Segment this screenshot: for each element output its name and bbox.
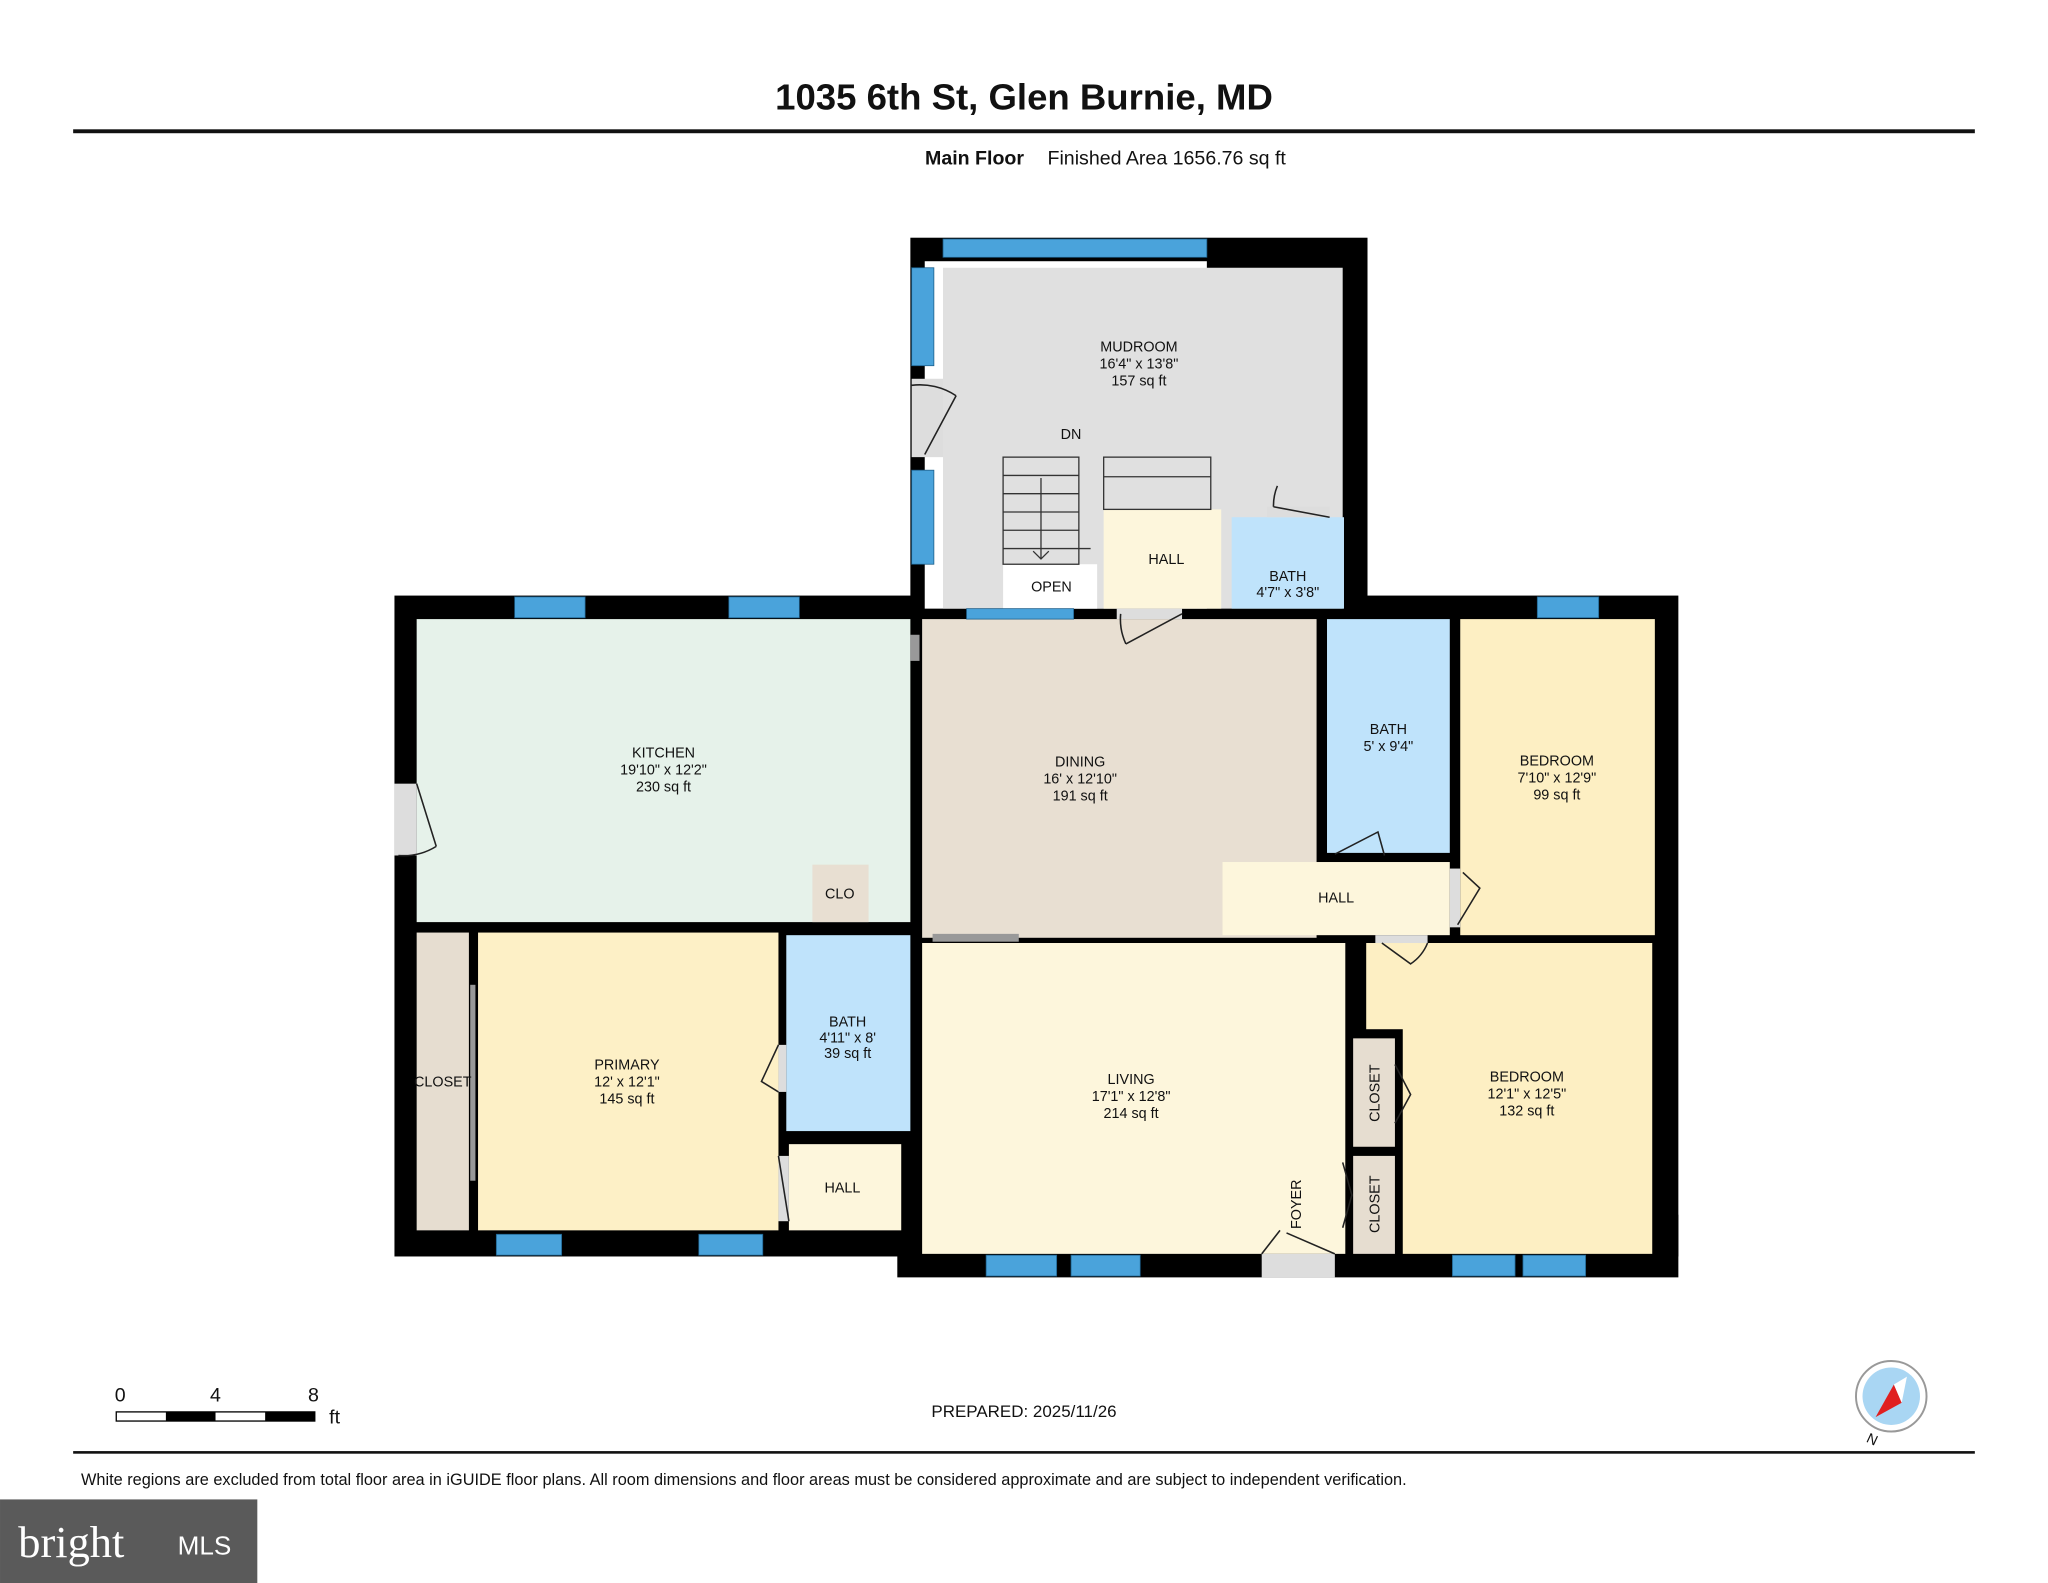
bedroom-2-upper: [1366, 943, 1419, 1030]
floor-name: Main Floor: [925, 148, 1024, 170]
svg-text:HALL: HALL: [1318, 891, 1354, 907]
title-rule: [73, 129, 1975, 134]
svg-text:OPEN: OPEN: [1031, 580, 1072, 596]
bath-primary: [786, 935, 911, 1132]
svg-text:PRIMARY: PRIMARY: [594, 1058, 660, 1074]
closet-b: [1353, 1155, 1395, 1254]
svg-text:BEDROOM: BEDROOM: [1490, 1069, 1564, 1085]
hall-lower: [788, 1144, 902, 1231]
svg-text:bright: bright: [18, 1517, 125, 1567]
svg-text:4'11" x 8': 4'11" x 8': [819, 1030, 876, 1046]
svg-text:DN: DN: [1061, 427, 1082, 443]
doors: [394, 378, 1481, 1278]
compass-icon: N: [1855, 1359, 1928, 1450]
svg-text:HALL: HALL: [1148, 552, 1184, 568]
svg-text:8: 8: [308, 1384, 319, 1406]
svg-text:BATH: BATH: [829, 1015, 866, 1031]
open-area: [1003, 564, 1098, 609]
svg-text:4'7" x 3'8": 4'7" x 3'8": [1256, 585, 1319, 601]
svg-text:230 sq ft: 230 sq ft: [636, 780, 691, 796]
svg-text:MUDROOM: MUDROOM: [1100, 339, 1177, 355]
svg-text:CLOSET: CLOSET: [414, 1075, 472, 1091]
footer-rule: [73, 1451, 1975, 1454]
svg-text:KITCHEN: KITCHEN: [632, 746, 695, 762]
svg-text:39 sq ft: 39 sq ft: [824, 1046, 871, 1062]
svg-text:HALL: HALL: [824, 1180, 860, 1196]
bath-mid: [1327, 619, 1450, 853]
page-title: 1035 6th St, Glen Burnie, MD: [775, 77, 1273, 118]
svg-text:145 sq ft: 145 sq ft: [599, 1092, 654, 1108]
svg-text:17'1" x 12'8": 17'1" x 12'8": [1092, 1089, 1171, 1105]
svg-text:LIVING: LIVING: [1108, 1072, 1155, 1088]
svg-text:16'4" x 13'8": 16'4" x 13'8": [1100, 356, 1179, 372]
svg-text:4: 4: [210, 1384, 221, 1406]
bright-mls-logo: bright MLS: [0, 1499, 258, 1583]
svg-text:157 sq ft: 157 sq ft: [1111, 373, 1166, 389]
svg-text:214 sq ft: 214 sq ft: [1104, 1106, 1159, 1122]
svg-text:191 sq ft: 191 sq ft: [1053, 789, 1108, 805]
svg-text:MLS: MLS: [178, 1530, 232, 1560]
svg-text:7'10" x 12'9": 7'10" x 12'9": [1518, 770, 1597, 786]
svg-text:CLOSET: CLOSET: [1367, 1175, 1383, 1233]
svg-text:FOYER: FOYER: [1289, 1179, 1305, 1228]
svg-text:N: N: [1864, 1431, 1880, 1450]
svg-text:DINING: DINING: [1055, 755, 1105, 771]
svg-text:ft: ft: [329, 1407, 340, 1429]
svg-text:BEDROOM: BEDROOM: [1520, 753, 1594, 769]
svg-text:132 sq ft: 132 sq ft: [1499, 1103, 1554, 1119]
bath-small: [1231, 517, 1344, 609]
bedroom-1: [1460, 619, 1655, 936]
scale-bar: 0 4 8 ft: [115, 1384, 341, 1428]
room-labels: MUDROOM 16'4" x 13'8" 157 sq ft DN OPEN …: [414, 339, 1596, 1233]
living: [922, 943, 1346, 1254]
svg-text:CLO: CLO: [825, 887, 855, 903]
svg-text:5' x 9'4": 5' x 9'4": [1364, 739, 1414, 755]
hall-mid: [1222, 862, 1450, 936]
hall-upper: [1103, 509, 1222, 609]
svg-text:12' x 12'1": 12' x 12'1": [594, 1075, 660, 1091]
svg-text:BATH: BATH: [1269, 569, 1306, 585]
finished-area: Finished Area 1656.76 sq ft: [1048, 148, 1287, 170]
clo: [812, 864, 869, 923]
windows: [495, 238, 1600, 1277]
prepared-date: PREPARED: 2025/11/26: [931, 1402, 1116, 1421]
svg-text:BATH: BATH: [1370, 722, 1407, 738]
svg-text:12'1" x 12'5": 12'1" x 12'5": [1487, 1086, 1566, 1102]
svg-text:99 sq ft: 99 sq ft: [1533, 787, 1580, 803]
svg-text:0: 0: [115, 1384, 126, 1406]
closet-a: [1353, 1038, 1395, 1147]
disclaimer: White regions are excluded from total fl…: [81, 1471, 1407, 1489]
svg-text:19'10" x 12'2": 19'10" x 12'2": [620, 763, 707, 779]
svg-text:16' x 12'10": 16' x 12'10": [1043, 772, 1117, 788]
closet-left: [416, 932, 469, 1231]
svg-text:CLOSET: CLOSET: [1367, 1064, 1383, 1122]
primary-bedroom: [478, 932, 779, 1231]
rooms: [416, 261, 1655, 1254]
stairs: [1002, 456, 1212, 565]
bedroom-2: [1402, 943, 1653, 1254]
